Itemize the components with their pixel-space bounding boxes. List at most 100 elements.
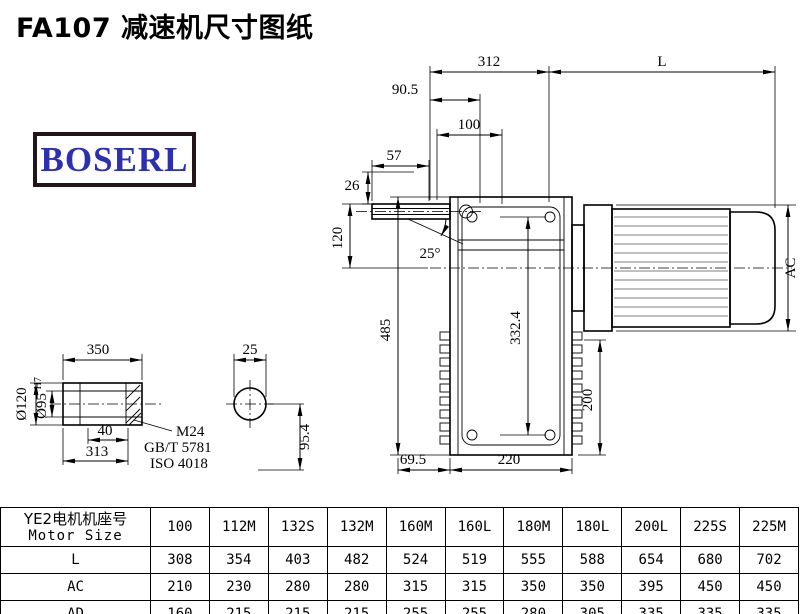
thread-callout: M24 GB/T 5781 ISO 4018 (133, 419, 212, 472)
dim-332-4: 332.4 (500, 216, 546, 436)
dim-90-5: 90.5 (392, 82, 481, 203)
motor-size-col: 160L (444, 507, 505, 547)
value-cell: 160 (150, 600, 210, 614)
shaft-cross-section (226, 380, 274, 428)
dim-label-dia-120: Ø120 (14, 387, 30, 420)
dim-angle-25: 25° (420, 246, 441, 262)
dim-26: 26 (345, 171, 414, 205)
value-cell: 350 (562, 573, 623, 601)
dim-100: 100 (436, 117, 503, 204)
dim-313: 313 (62, 428, 129, 465)
thread-label-m24: M24 (176, 424, 205, 440)
motor-size-col: 225S (680, 507, 741, 547)
value-cell: 335 (621, 600, 682, 614)
dim-220: 220 (449, 452, 573, 474)
value-cell: 255 (444, 600, 505, 614)
motor-size-col: 180L (562, 507, 623, 547)
row-label: AC (0, 573, 151, 601)
value-cell: 702 (739, 546, 799, 574)
value-cell: 210 (150, 573, 210, 601)
dim-label-332-4: 332.4 (508, 311, 524, 345)
value-cell: 308 (150, 546, 210, 574)
housing-fins (439, 331, 583, 445)
dim-dia-95: Ø95 H7 (33, 377, 63, 419)
row-label: AD (0, 600, 151, 614)
dim-95-4: 95.4 (258, 403, 313, 471)
motor-size-col: 225M (739, 507, 799, 547)
boserl-logo: BOSERL (33, 132, 196, 187)
gear-housing (449, 196, 573, 456)
dim-label-120: 120 (330, 227, 346, 250)
value-cell: 680 (680, 546, 741, 574)
dim-label-100: 100 (458, 117, 481, 133)
flange-bolt-hole (466, 429, 478, 441)
value-cell: 315 (444, 573, 505, 601)
value-cell: 482 (326, 546, 387, 574)
value-cell: 588 (562, 546, 623, 574)
flange-bolt-hole (544, 429, 556, 441)
dim-57: 57 (371, 148, 430, 201)
value-cell: 555 (503, 546, 564, 574)
dim-485: 485 (378, 196, 452, 456)
dim-120: 120 (330, 203, 428, 269)
dim-label-dia-95: Ø95 H7 (33, 377, 50, 419)
value-cell: 280 (326, 573, 387, 601)
motor-size-col: 180M (503, 507, 564, 547)
value-cell: 350 (503, 573, 564, 601)
dim-200: 200 (578, 339, 606, 456)
value-cell: 524 (385, 546, 446, 574)
value-cell: 305 (562, 600, 623, 614)
value-cell: 450 (680, 573, 741, 601)
motor-size-col: 100 (150, 507, 210, 547)
motor-size-col: 200L (621, 507, 682, 547)
standard-label-gbt: GB/T 5781 (144, 440, 212, 456)
standard-label-iso: ISO 4018 (150, 456, 208, 472)
dim-label-25deg: 25° (420, 246, 441, 262)
value-cell: 215 (326, 600, 387, 614)
dia-95-value: Ø95 (34, 393, 50, 419)
dim-L: L (549, 54, 776, 208)
dim-label-350: 350 (87, 342, 110, 358)
page-title: FA107 减速机尺寸图纸 (16, 13, 314, 44)
dim-dia-120: Ø120 (14, 382, 63, 426)
table-header-row: YE2电机机座号 Motor Size 100 112M 132S 132M 1… (0, 507, 799, 547)
row-label: L (0, 546, 151, 574)
value-cell: 450 (739, 573, 799, 601)
table-row-AD: AD 160 215 215 215 255 255 280 305 335 3… (0, 600, 799, 614)
table-header-en: Motor Size (28, 527, 123, 544)
dim-label-485: 485 (378, 319, 394, 342)
dim-label-25: 25 (243, 342, 258, 358)
table-row-AC: AC 210 230 280 280 315 315 350 350 395 4… (0, 573, 799, 601)
value-cell: 230 (208, 573, 269, 601)
dim-40: 40 (87, 423, 128, 444)
flange-bolt-hole (544, 211, 556, 223)
dim-label-95-4: 95.4 (297, 423, 313, 450)
dim-label-57: 57 (387, 148, 403, 164)
motor (430, 204, 792, 332)
motor-cooling-fins (614, 216, 728, 317)
table-header-cn: YE2电机机座号 (23, 509, 128, 528)
value-cell: 215 (208, 600, 269, 614)
dim-69-5: 69.5 (397, 452, 450, 474)
boserl-logo-text: BOSERL (40, 140, 189, 179)
motor-size-col: 112M (208, 507, 269, 547)
value-cell: 315 (385, 573, 446, 601)
value-cell: 519 (444, 546, 505, 574)
dim-350: 350 (62, 342, 143, 380)
value-cell: 654 (621, 546, 682, 574)
dim-25: 25 (233, 342, 267, 397)
motor-size-table: YE2电机机座号 Motor Size 100 112M 132S 132M 1… (0, 507, 799, 614)
value-cell: 280 (267, 573, 328, 601)
dim-label-313: 313 (86, 444, 109, 460)
motor-size-col: 132M (326, 507, 387, 547)
value-cell: 354 (208, 546, 269, 574)
table-header-cell: YE2电机机座号 Motor Size (0, 507, 151, 547)
fan-cover (729, 211, 776, 325)
dia-95-tolerance: H7 (33, 377, 44, 389)
value-cell: 255 (385, 600, 446, 614)
dim-312: 312 (429, 54, 550, 202)
value-cell: 335 (739, 600, 799, 614)
dim-label-L: L (657, 54, 666, 70)
motor-size-col: 132S (267, 507, 328, 547)
